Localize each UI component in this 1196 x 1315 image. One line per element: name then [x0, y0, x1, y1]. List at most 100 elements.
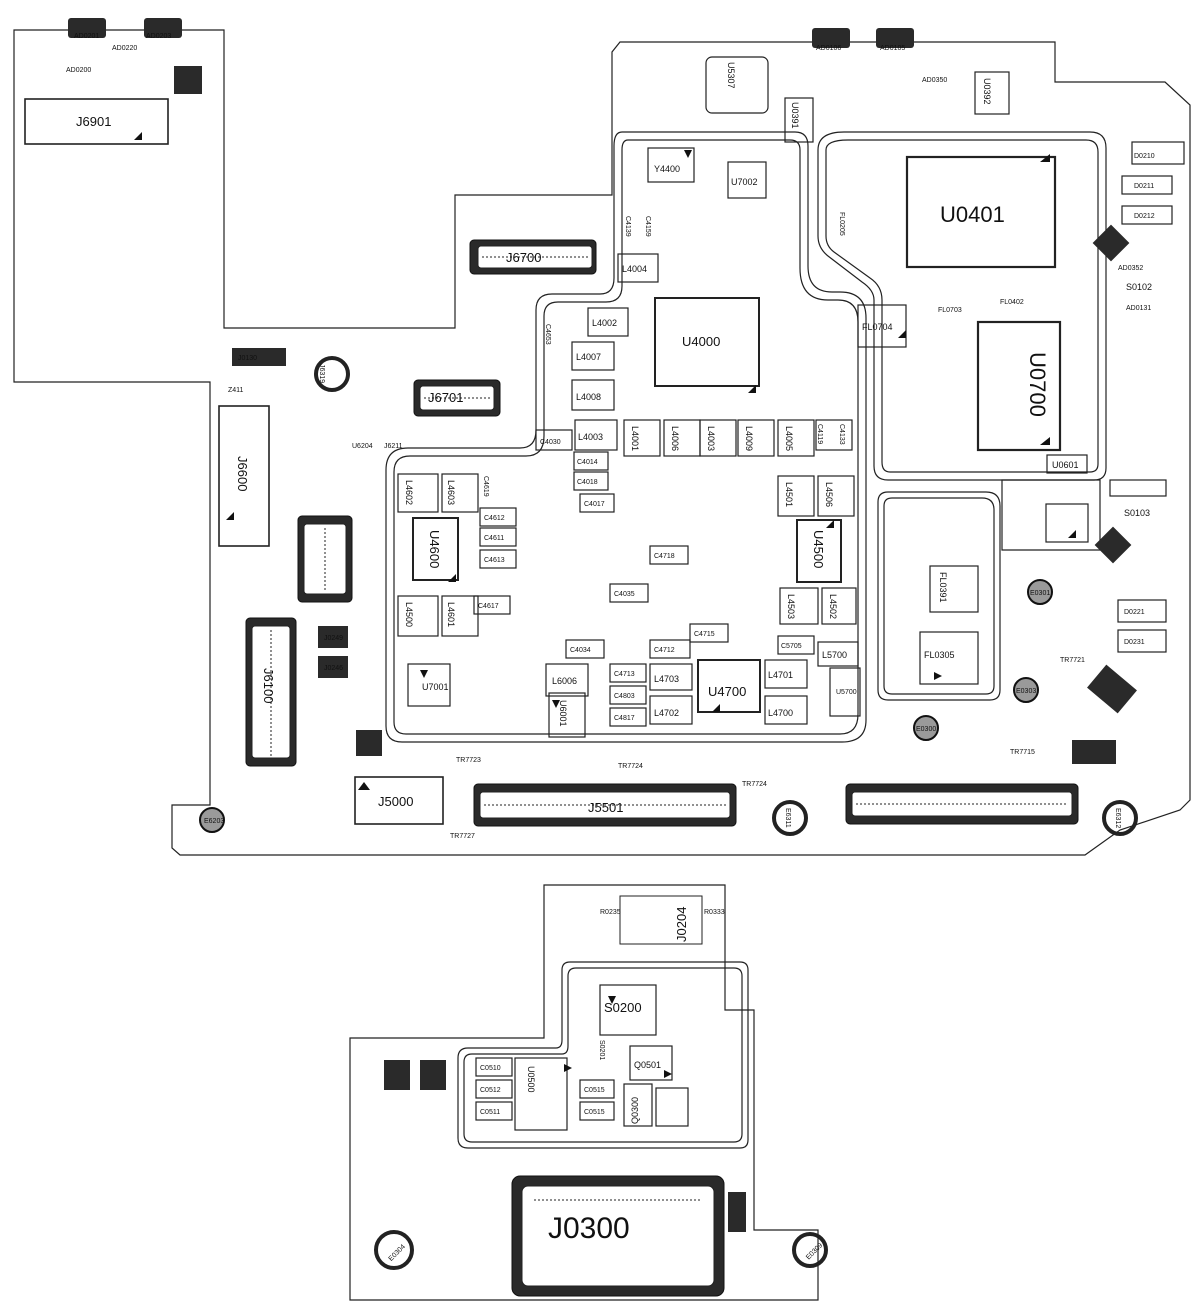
chip-u4500 — [796, 519, 842, 583]
label-d0212: D0212 — [1134, 213, 1155, 220]
label-l6006: L6006 — [552, 676, 577, 686]
label-c0515: C0515 — [584, 1087, 605, 1094]
label-c4712: C4712 — [654, 647, 675, 654]
label-j6701: J6701 — [428, 390, 463, 405]
label-fl0305: FL0305 — [924, 650, 955, 660]
label-c4119: C4119 — [816, 424, 823, 444]
label-u0391: U0391 — [790, 102, 800, 129]
label-l4002: L4002 — [592, 318, 617, 328]
label-l4008: L4008 — [576, 392, 601, 402]
label-c4017: C4017 — [584, 501, 605, 508]
label-c4817: C4817 — [614, 715, 635, 722]
label-e6312: E6312 — [1114, 808, 1121, 828]
label-c4159: C4159 — [644, 216, 651, 237]
connector-j6600 — [218, 405, 270, 547]
label-c4133: C4133 — [838, 424, 845, 445]
label-u7001: U7001 — [422, 682, 449, 692]
shield-can-left — [385, 131, 867, 743]
label-c4035: C4035 — [614, 591, 635, 598]
label-u5700: U5700 — [836, 689, 857, 696]
shield-can-rf-inner — [883, 497, 995, 695]
label-j0246: J0246 — [324, 665, 343, 672]
label-l4004: L4004 — [622, 264, 647, 274]
label-tr7724b: TR7724 — [742, 781, 767, 788]
label-c4619: C4619 — [482, 476, 489, 497]
label-j5501: J5501 — [588, 800, 623, 815]
chip-u6001 — [548, 692, 586, 738]
label-j5000: J5000 — [378, 794, 413, 809]
label-d0231: D0231 — [1124, 639, 1145, 646]
label-c4653: C4653 — [544, 324, 551, 345]
label-c4803: C4803 — [614, 693, 635, 700]
main-board-outline — [13, 29, 1191, 856]
label-u6204: U6204 — [352, 443, 373, 450]
label-u4600: U4600 — [427, 530, 442, 568]
chip-u4600 — [412, 517, 459, 581]
label-c4034: C4034 — [570, 647, 591, 654]
screw-hole-e6312 — [1102, 800, 1138, 836]
label-fl0703: FL0703 — [938, 307, 962, 314]
label-l4700: L4700 — [768, 708, 793, 718]
label-e0303: E0303 — [1016, 688, 1036, 695]
label-c4715: C4715 — [694, 631, 715, 638]
label-s0200: S0200 — [604, 1000, 642, 1015]
label-l4702: L4702 — [654, 708, 679, 718]
label-c4014: C4014 — [577, 459, 598, 466]
pad-e0300 — [913, 715, 939, 741]
label-u6001: U6001 — [558, 700, 568, 727]
label-u5307: U5307 — [726, 62, 736, 89]
label-c0512: C0512 — [480, 1087, 501, 1094]
label-c0515b: C0515 — [584, 1109, 605, 1116]
label-u0401: U0401 — [940, 202, 1005, 227]
screw-hole-e0309 — [792, 1232, 828, 1268]
label-u0500: U0500 — [526, 1066, 536, 1093]
shield-can-right — [817, 131, 1107, 481]
label-l4500: L4500 — [404, 602, 414, 627]
label-fl0704: FL0704 — [862, 322, 893, 332]
chip-u0401 — [905, 155, 1057, 269]
label-s0103: S0103 — [1124, 508, 1150, 518]
chip-s0103 — [1045, 503, 1089, 543]
chip-fl0704 — [857, 304, 907, 348]
label-l4503: L4503 — [786, 594, 796, 619]
label-tr7715: TR7715 — [1010, 749, 1035, 756]
label-l4006: L4006 — [670, 426, 680, 451]
label-q0300: Q0300 — [630, 1097, 640, 1124]
label-j6700: J6700 — [506, 250, 541, 265]
label-l4501: L4501 — [784, 482, 794, 507]
chip-s0200 — [599, 984, 657, 1036]
label-y4400: Y4400 — [654, 164, 680, 174]
label-l4007: L4007 — [576, 352, 601, 362]
label-ad0203: AD0203 — [146, 33, 171, 40]
shield-can-s0103 — [1001, 479, 1101, 551]
label-j0249: J0249 — [324, 635, 343, 642]
screw-hole-e6311 — [772, 800, 808, 836]
label-l4603: L4603 — [446, 480, 456, 505]
label-l4601: L4601 — [446, 602, 456, 627]
chip-fl0305 — [919, 631, 979, 685]
label-d0211: D0211 — [1134, 183, 1154, 190]
label-l4001: L4001 — [630, 426, 640, 451]
label-u0601: U0601 — [1052, 460, 1079, 470]
label-ad0200: AD0200 — [66, 67, 91, 74]
shield-can-left-inner — [393, 139, 859, 735]
label-c4611: C4611 — [484, 535, 504, 542]
label-s0201: S0201 — [598, 1040, 605, 1060]
chip-u0500 — [514, 1057, 568, 1131]
shield-can-sub — [457, 961, 749, 1149]
label-tr7724: TR7724 — [618, 763, 643, 770]
screw-hole-e0304 — [374, 1230, 414, 1270]
label-c4613: C4613 — [484, 557, 505, 564]
label-ad0350: AD0350 — [922, 77, 947, 84]
label-e0301: E0301 — [1030, 590, 1050, 597]
chip-u7001 — [407, 663, 451, 707]
label-e0304: E0304 — [388, 1243, 407, 1262]
label-j6319: J6319 — [318, 364, 325, 383]
label-c0510: C0510 — [480, 1065, 501, 1072]
label-fl0205: FL0205 — [838, 212, 845, 236]
label-s0102: S0102 — [1126, 282, 1152, 292]
label-c4018: C4018 — [577, 479, 598, 486]
label-l4602: L4602 — [404, 480, 414, 505]
label-c0511: C0511 — [480, 1109, 500, 1116]
